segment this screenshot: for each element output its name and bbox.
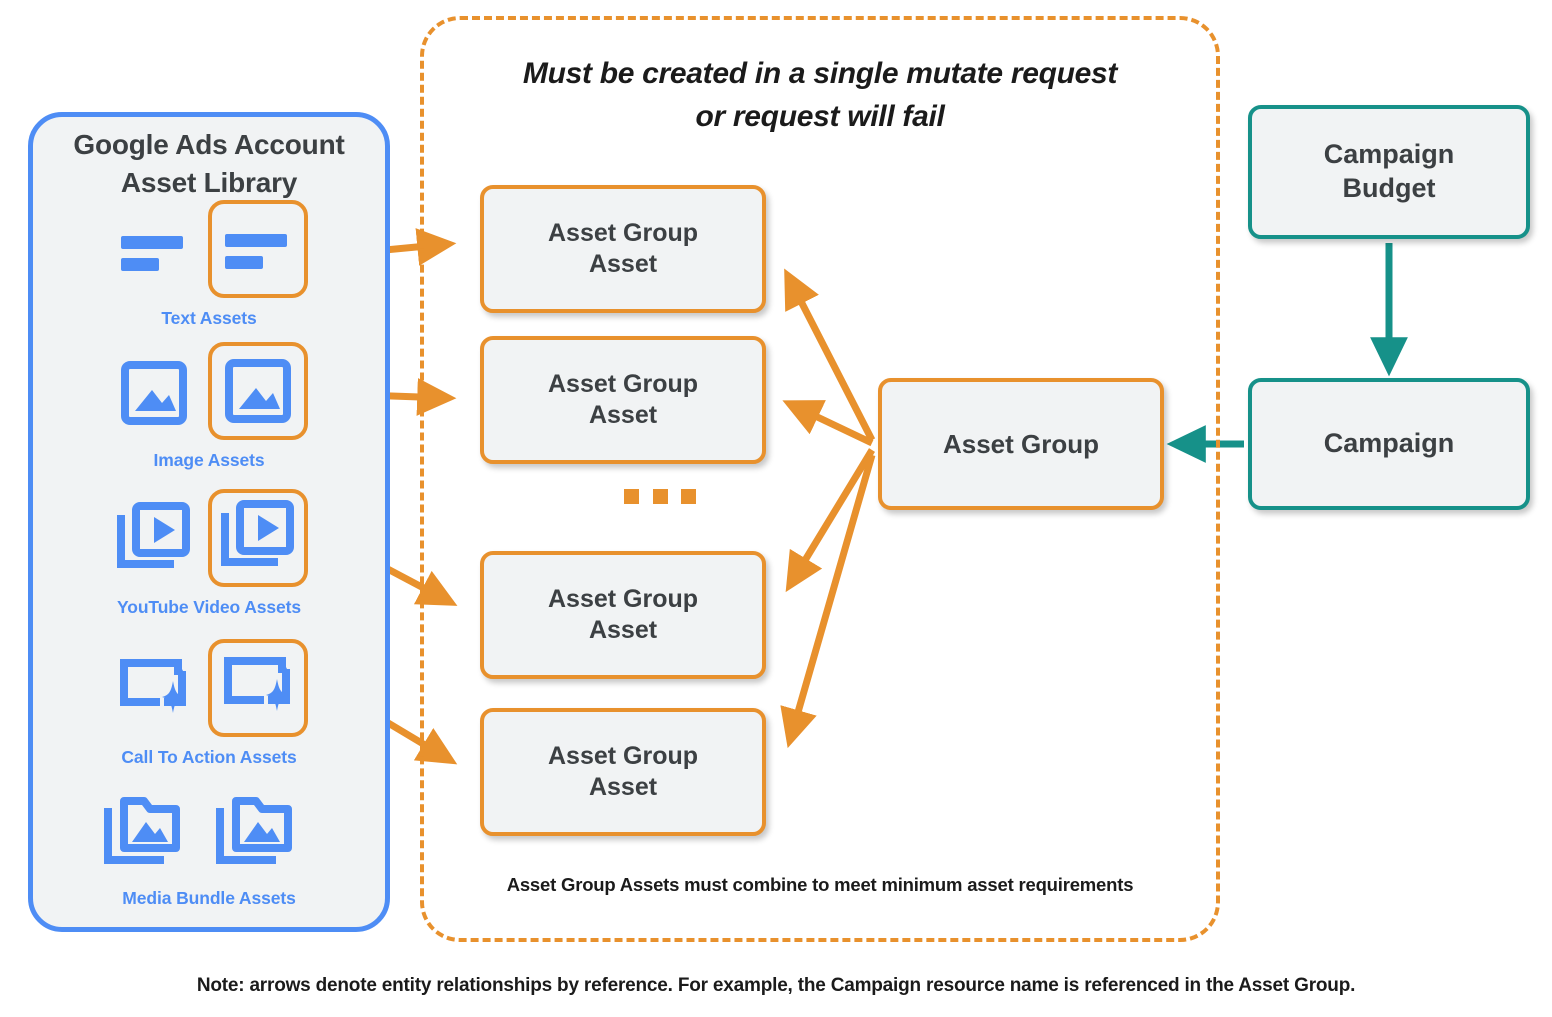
- campaign-node[interactable]: Campaign: [1248, 378, 1530, 510]
- node-label: Campaign: [1323, 428, 1455, 459]
- call-to-action-asset-icon: [216, 643, 300, 734]
- library-item-text-assets[interactable]: Text Assets: [28, 200, 390, 329]
- library-item-image-assets[interactable]: Image Assets: [28, 342, 390, 471]
- library-item-label: YouTube Video Assets: [116, 597, 302, 617]
- text-asset-icon: [216, 204, 300, 295]
- library-item-media-bundle-assets[interactable]: Media Bundle Assets: [28, 790, 390, 909]
- media-bundle-asset-icon: [100, 790, 184, 876]
- node-label-line2: Asset: [588, 250, 658, 278]
- ellipsis-dot: [624, 489, 639, 504]
- library-item-label: Text Assets: [161, 308, 257, 328]
- mutate-footnote: Asset Group Assets must combine to meet …: [506, 874, 1134, 895]
- text-asset-icon: [112, 206, 196, 292]
- node-label-line2: Asset: [588, 616, 658, 644]
- youtube-video-asset-icon: [216, 493, 300, 584]
- library-title-line2: Asset Library: [120, 166, 298, 198]
- node-label-line1: Asset Group: [547, 369, 699, 398]
- library-item-label: Image Assets: [153, 450, 265, 470]
- footer-note: Note: arrows denote entity relationships…: [196, 975, 1356, 996]
- node-label-line1: Campaign: [1323, 139, 1455, 170]
- library-item-youtube-video-assets[interactable]: YouTube Video Assets: [28, 489, 390, 618]
- ellipsis-indicator: [624, 489, 696, 504]
- campaign-budget-node[interactable]: Campaign Budget: [1248, 105, 1530, 239]
- asset-group-asset-node[interactable]: Asset Group Asset: [480, 336, 766, 464]
- call-to-action-asset-selected-icon[interactable]: [208, 639, 308, 737]
- ellipsis-dot: [681, 489, 696, 504]
- node-label-line1: Asset Group: [547, 584, 699, 613]
- call-to-action-asset-icon: [112, 645, 196, 731]
- youtube-video-asset-icon: [112, 495, 196, 581]
- node-label-line2: Budget: [1342, 173, 1436, 203]
- text-asset-selected-icon[interactable]: [208, 200, 308, 298]
- node-label-line1: Asset Group: [547, 218, 699, 247]
- library-item-label: Media Bundle Assets: [122, 888, 296, 908]
- library-item-call-to-action-assets[interactable]: Call To Action Assets: [28, 639, 390, 768]
- image-asset-icon: [112, 348, 196, 434]
- node-label: Asset Group: [942, 428, 1100, 459]
- mutate-heading-line1: Must be created in a single mutate reque…: [522, 57, 1118, 90]
- library-title-line1: Google Ads Account: [73, 129, 345, 160]
- youtube-video-asset-selected-icon[interactable]: [208, 489, 308, 587]
- mutate-heading-line2: or request will fail: [695, 100, 945, 134]
- asset-group-asset-node[interactable]: Asset Group Asset: [480, 551, 766, 679]
- mutate-request-heading: Must be created in a single mutate reque…: [432, 52, 1208, 138]
- mutate-request-container: [420, 16, 1220, 942]
- media-bundle-asset-icon: [212, 790, 296, 876]
- ellipsis-dot: [652, 489, 668, 504]
- node-label-line2: Asset: [588, 401, 658, 429]
- node-label-line2: Asset: [588, 773, 658, 801]
- asset-group-node[interactable]: Asset Group: [878, 378, 1164, 510]
- asset-library-title: Google Ads Account Asset Library: [28, 126, 390, 201]
- asset-group-asset-node[interactable]: Asset Group Asset: [480, 185, 766, 313]
- node-label-line1: Asset Group: [547, 741, 699, 770]
- image-asset-icon: [216, 346, 300, 437]
- asset-group-asset-node[interactable]: Asset Group Asset: [480, 708, 766, 836]
- library-item-label: Call To Action Assets: [121, 747, 297, 767]
- image-asset-selected-icon[interactable]: [208, 342, 308, 440]
